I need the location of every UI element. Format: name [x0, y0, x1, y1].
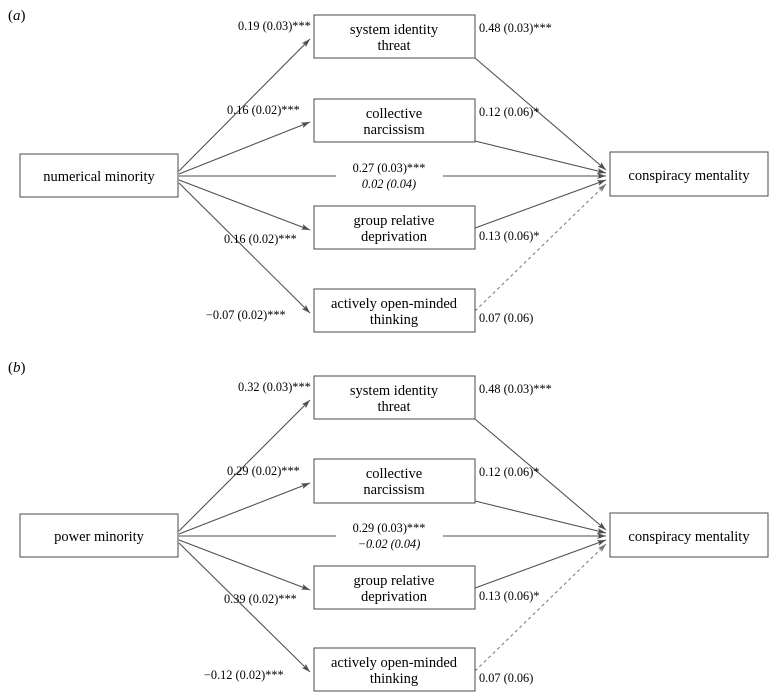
panel-a-bpath-line-group-relative-deprivation	[474, 179, 607, 229]
panel-b-apath-label-actively-open-minded-thinking: −0.12 (0.02)***	[204, 668, 284, 682]
panel-b-apath-line-collective-narcissism	[178, 482, 311, 535]
panel-a-mediator-label-2-line1: group relative	[354, 213, 435, 229]
panel-b-apath-line-system-identity-threat	[178, 399, 311, 532]
panel-b-bpath-label-actively-open-minded-thinking: 0.07 (0.06)	[479, 671, 533, 685]
panel-b-apath-label-system-identity-threat: 0.32 (0.03)***	[238, 380, 311, 394]
panel-b-node-system-identity-threat: system identity threat	[313, 375, 476, 420]
panel-b-label-close: )	[21, 360, 26, 376]
panel-b-predictor-box	[19, 513, 179, 558]
panel-b-predictor-label: power minority	[54, 529, 145, 545]
panel-b-mediator-label-0-line1: system identity	[350, 383, 439, 399]
panel-a-apath-label-actively-open-minded-thinking: −0.07 (0.02)***	[206, 308, 286, 322]
panel-a-bpath-label-group-relative-deprivation: 0.13 (0.06)*	[479, 229, 539, 243]
panel-b-mediator-label-1-line2: narcissism	[363, 482, 425, 498]
panel-b-bpath-line-actively-open-minded-thinking	[474, 543, 607, 672]
panel-b-apath-label-collective-narcissism: 0.29 (0.02)***	[227, 464, 300, 478]
panel-b-bpath-line-system-identity-threat	[474, 418, 607, 531]
panel-a-predictor-box	[19, 153, 179, 198]
panel-b-apath-line-group-relative-deprivation	[178, 539, 311, 591]
panel-a-bpath-line-collective-narcissism	[474, 140, 607, 174]
panel-b-bpath-label-group-relative-deprivation: 0.13 (0.06)*	[479, 589, 539, 603]
panel-a-label-letter: a	[13, 8, 21, 24]
panel-a-mediator-label-0-line1: system identity	[350, 22, 439, 38]
panel-a-direct-label-direct: 0.02 (0.04)	[362, 177, 416, 191]
panel-b-bpath-label-system-identity-threat: 0.48 (0.03)***	[479, 382, 552, 396]
panel-b-node-actively-open-minded-thinking: actively open-minded thinking	[313, 647, 476, 692]
panel-a-mediator-label-1-line2: narcissism	[363, 122, 425, 138]
panel-b-outcome-label: conspiracy mentality	[628, 529, 750, 545]
panel-b-outcome-box	[609, 512, 769, 558]
panel-a-label-close: )	[21, 8, 26, 24]
panel-b-label-letter: b	[13, 360, 21, 376]
panel-a-bpath-label-actively-open-minded-thinking: 0.07 (0.06)	[479, 311, 533, 325]
panel-a-predictor-label: numerical minority	[43, 169, 155, 185]
panel-a-node-system-identity-threat: system identity threat	[313, 14, 476, 59]
panel-a-node-collective-narcissism: collective narcissism	[313, 98, 476, 143]
panel-b-mediator-box-0	[313, 375, 476, 420]
panel-a-bpath-label-system-identity-threat: 0.48 (0.03)***	[479, 21, 552, 35]
panel-a-mediator-box-0	[313, 14, 476, 59]
panel-a-apath-label-collective-narcissism: 0.16 (0.02)***	[227, 103, 300, 117]
panel-b-label-open: (	[8, 360, 13, 376]
panel-b-node-group-relative-deprivation: group relative deprivation	[313, 565, 476, 610]
panel-a-mediator-label-2-line2: deprivation	[361, 229, 428, 245]
panel-a-node-numerical-minority: numerical minority	[19, 153, 179, 198]
panel-a-apath-line-group-relative-deprivation	[178, 179, 311, 231]
panel-a-mediator-label-1-line1: collective	[366, 106, 422, 122]
panel-a-direct-label-total: 0.27 (0.03)***	[353, 161, 426, 175]
panel-b-mediator-label-0-line2: threat	[377, 399, 410, 415]
panel-b-mediator-label-1-line1: collective	[366, 466, 422, 482]
panel-a-node-group-relative-deprivation: group relative deprivation	[313, 205, 476, 250]
panel-a-mediator-label-3-line1: actively open-minded	[331, 296, 458, 312]
panel-b-mediator-label-3-line2: thinking	[370, 671, 418, 687]
panel-a-apath-line-actively-open-minded-thinking	[178, 182, 311, 314]
panel-a-bpath-label-collective-narcissism: 0.12 (0.06)*	[479, 105, 539, 119]
panel-b-bpath-line-group-relative-deprivation	[474, 539, 607, 589]
panel-b-node-power-minority: power minority	[19, 513, 179, 558]
panel-a-bpath-line-system-identity-threat	[474, 57, 607, 171]
panel-b-mediator-label-3-line1: actively open-minded	[331, 655, 458, 671]
panel-a-node-actively-open-minded-thinking: actively open-minded thinking	[313, 288, 476, 333]
panel-a-apath-label-group-relative-deprivation: 0.16 (0.02)***	[224, 232, 297, 246]
panel-b-mediator-label-2-line1: group relative	[354, 573, 435, 589]
panel-a-mediator-label-0-line2: threat	[377, 38, 410, 54]
panel-a-label-open: (	[8, 8, 13, 24]
panel-a-apath-line-system-identity-threat	[178, 38, 311, 172]
panel-b-direct-label-direct: −0.02 (0.04)	[358, 537, 421, 551]
panel-a-label: (a)	[8, 8, 26, 24]
panel-a-apath-line-collective-narcissism	[178, 121, 311, 175]
panel-a-apath-label-system-identity-threat: 0.19 (0.03)***	[238, 19, 311, 33]
panel-a-mediator-box-2	[313, 205, 476, 250]
panel-b: (b) power minority system identity threa…	[8, 360, 769, 692]
panel-a-outcome-label: conspiracy mentality	[628, 168, 750, 184]
panel-b-node-collective-narcissism: collective narcissism	[313, 458, 476, 504]
panel-a-node-conspiracy-mentality: conspiracy mentality	[609, 151, 769, 197]
panel-a-bpath-line-actively-open-minded-thinking	[474, 183, 607, 312]
panel-b-apath-label-group-relative-deprivation: 0.39 (0.02)***	[224, 592, 297, 606]
panel-b-label: (b)	[8, 360, 26, 376]
panel-a-mediator-label-3-line2: thinking	[370, 312, 418, 328]
panel-b-mediator-label-2-line2: deprivation	[361, 589, 428, 605]
panel-b-bpath-line-collective-narcissism	[474, 500, 607, 534]
panel-a-mediator-box-1	[313, 98, 476, 143]
panel-b-mediator-box-1	[313, 458, 476, 504]
panel-b-mediator-box-3	[313, 647, 476, 692]
panel-b-apath-line-actively-open-minded-thinking	[178, 542, 311, 673]
panel-b-node-conspiracy-mentality: conspiracy mentality	[609, 512, 769, 558]
panel-b-direct-label-total: 0.29 (0.03)***	[353, 521, 426, 535]
panel-b-mediator-box-2	[313, 565, 476, 610]
panel-a-outcome-box	[609, 151, 769, 197]
panel-b-bpath-label-collective-narcissism: 0.12 (0.06)*	[479, 465, 539, 479]
panel-a: (a) numerical minority system identity t…	[8, 8, 769, 333]
panel-a-mediator-box-3	[313, 288, 476, 333]
